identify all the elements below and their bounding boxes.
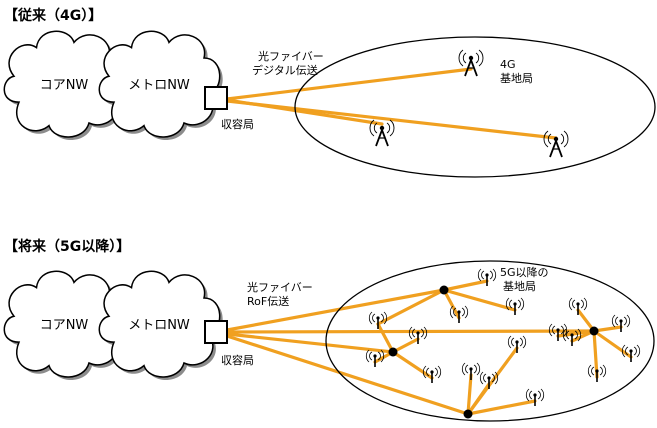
core-network-cloud: コアNW: [3, 270, 128, 380]
5g-base-station-antenna-icon: [461, 362, 481, 381]
central-office-label: 収容局: [221, 353, 254, 367]
aggregation-node: [439, 285, 449, 295]
fiber-links-current: [225, 67, 558, 140]
fiber-label-line2: RoF伝送: [247, 294, 289, 308]
5g-base-station-antenna-icon: [507, 335, 527, 354]
section-current: 【従来（4G）】 コアNW メトロNW 収容局 光ファイバー デジタル伝送 4G…: [3, 7, 656, 178]
4g-base-station-antenna-icon: [458, 49, 484, 77]
metro-network-cloud: メトロNW: [98, 30, 223, 140]
section-future: 【将来（5G以降）】 コアNW メトロNW: [3, 238, 655, 422]
5g-base-station-antenna-icon: [568, 297, 588, 316]
central-office-box: [204, 86, 228, 110]
aggregation-node: [388, 347, 398, 357]
aggregation-nodes: [388, 285, 599, 419]
coverage-ellipse-current: [294, 36, 656, 178]
fiber-label-line1: 光ファイバー: [247, 280, 313, 294]
fiber-label-line1: 光ファイバー: [258, 49, 324, 63]
coverage-ellipse-future: [325, 260, 655, 422]
section-heading-current: 【従来（4G）】: [4, 7, 102, 24]
metro-network-label: メトロNW: [128, 78, 190, 93]
fiber-label-line2: デジタル伝送: [252, 63, 318, 77]
aggregation-node: [589, 326, 599, 336]
base-station-label-line2: 基地局: [500, 72, 533, 85]
metro-network-cloud: メトロNW: [98, 270, 223, 380]
central-office-box: [204, 320, 228, 344]
aggregation-node: [463, 409, 473, 419]
base-station-label-line2: 基地局: [503, 280, 536, 293]
base-station-label-line1: 5G以降の: [500, 265, 549, 279]
core-network-label: コアNW: [40, 78, 89, 93]
section-heading-future: 【将来（5G以降）】: [4, 238, 130, 255]
core-network-label: コアNW: [40, 318, 89, 333]
fiber-links-future: [225, 279, 633, 416]
base-station-label-line1: 4G: [500, 58, 516, 71]
core-network-cloud: コアNW: [3, 30, 128, 140]
central-office-label: 収容局: [221, 117, 254, 131]
5g-base-station-antenna-icon: [479, 371, 499, 390]
metro-network-label: メトロNW: [128, 318, 190, 333]
5g-base-station-antenna-icon: [505, 297, 525, 316]
4g-base-station-antenna-icon: [543, 130, 569, 158]
